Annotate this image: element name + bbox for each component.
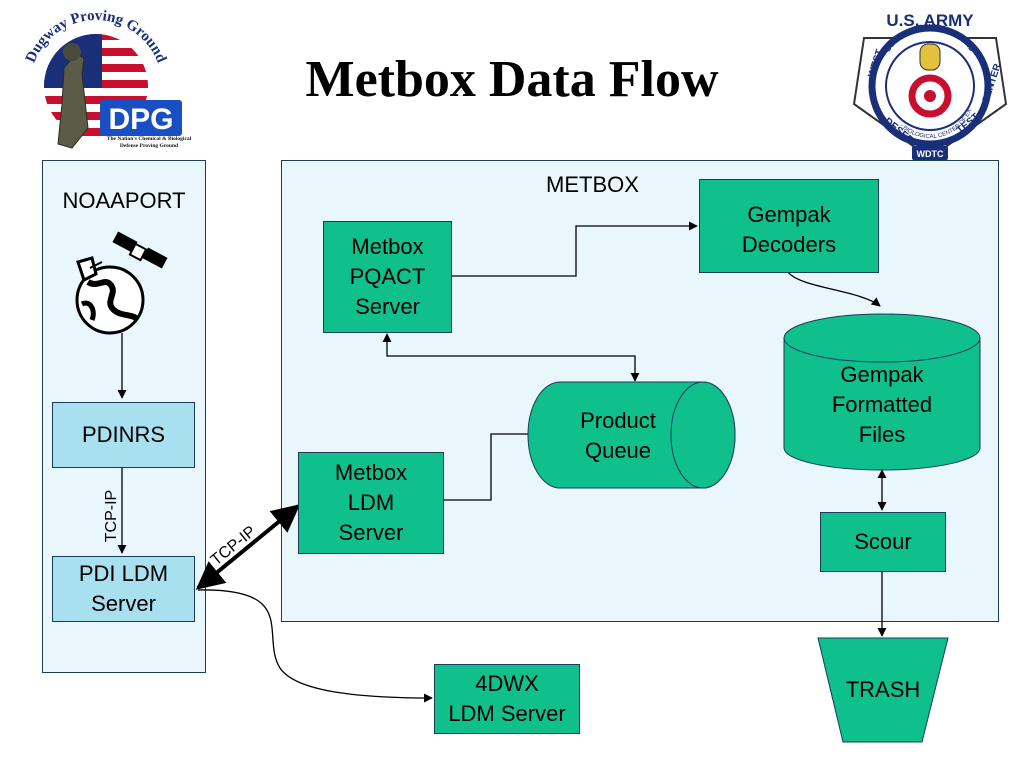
queue-line2: Queue xyxy=(584,438,652,463)
arrow-pqact-to-decoders xyxy=(452,221,698,277)
satellite-globe-icon xyxy=(75,231,168,335)
us-army-seal: U.S. ARMY DUGWAY PROVING GROUND CHEMICAL… xyxy=(848,4,1013,162)
trash-label: TRASH xyxy=(845,677,921,702)
gempak-files-shape xyxy=(783,313,981,471)
arrow-pqact-queue xyxy=(382,333,640,382)
gempak-files-label: Gempak Formatted Files xyxy=(784,360,980,450)
metbox-pqact-server-box: Metbox PQACT Server xyxy=(323,221,452,333)
ldm-line1: Metbox xyxy=(334,460,408,485)
product-queue-shape xyxy=(527,381,736,489)
page-title: Metbox Data Flow xyxy=(305,51,719,108)
scour-label: Scour xyxy=(854,529,912,554)
fourdwx-ldm-server-box: 4DWX LDM Server xyxy=(434,664,580,734)
fourdwx-line2: LDM Server xyxy=(448,701,566,726)
scour-box: Scour xyxy=(820,512,946,572)
tcp-ip-vertical-label: TCP-IP xyxy=(103,489,120,543)
pdi-ldm-line1: PDI LDM xyxy=(78,561,169,586)
arrow-pdi-to-4dwx xyxy=(197,589,433,703)
metbox-label: METBOX xyxy=(546,172,639,197)
pqact-line2: PQACT xyxy=(349,264,426,289)
pdi-ldm-line2: Server xyxy=(91,591,156,616)
army-top-text: U.S. ARMY xyxy=(886,11,974,30)
pqact-line1: Metbox xyxy=(351,234,424,259)
decoders-line2: Decoders xyxy=(741,232,837,257)
arrow-decoders-to-files xyxy=(787,271,881,307)
dpg-tagline: The Nation's Chemical & Biological Defen… xyxy=(106,136,192,149)
dpg-abbr: DPG xyxy=(108,103,173,136)
arrow-pdi-to-metbox-ldm xyxy=(195,504,301,590)
product-queue-label: Product Queue xyxy=(548,406,688,466)
pdi-ldm-server-box: PDI LDM Server xyxy=(52,556,195,622)
queue-line1: Product xyxy=(580,408,656,433)
arrow-ldm-to-queue xyxy=(444,429,538,501)
pqact-line3: Server xyxy=(355,294,420,319)
dpg-logo-graphic: Dugway Proving Ground DPG The Nation's C… xyxy=(23,8,192,149)
files-line1: Gempak xyxy=(840,362,924,387)
decoders-line1: Gempak xyxy=(747,202,831,227)
files-line3: Files xyxy=(858,422,906,447)
pdinrs-box: PDINRS xyxy=(52,402,195,468)
trash-shape xyxy=(817,637,949,743)
fourdwx-line1: 4DWX xyxy=(475,671,539,696)
ldm-line2: LDM xyxy=(347,490,395,515)
files-line2: Formatted xyxy=(831,392,933,417)
noaaport-label: NOAAPORT xyxy=(62,188,186,213)
pdinrs-label: PDINRS xyxy=(81,422,166,447)
ldm-line3: Server xyxy=(338,520,404,545)
army-badge: WDTC xyxy=(917,149,944,159)
gempak-decoders-box: Gempak Decoders xyxy=(699,179,879,273)
metbox-ldm-server-box: Metbox LDM Server xyxy=(298,452,444,554)
us-army-seal-graphic: U.S. ARMY DUGWAY PROVING GROUND CHEMICAL… xyxy=(848,4,1008,160)
dpg-logo: Dugway Proving Ground DPG The Nation's C… xyxy=(12,8,197,158)
